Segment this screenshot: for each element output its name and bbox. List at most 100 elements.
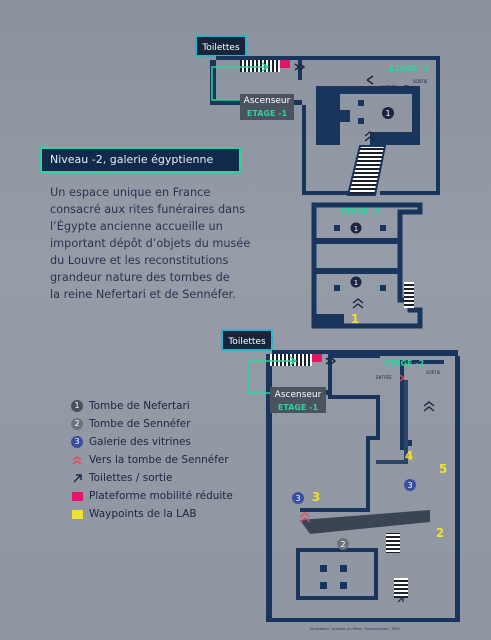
ascenseur-label-top: Ascenseur	[244, 96, 291, 106]
sennefer-chevron-bottom	[423, 401, 435, 412]
sortie-arrow-bottom-room	[397, 596, 404, 603]
nefertari-pillar-1	[358, 100, 364, 106]
entree-label-bottom: ENTRÉE	[376, 375, 392, 380]
sennefer-pillar-2	[340, 565, 347, 572]
bottom-floor-plan: Toilettes 2 3 3	[221, 329, 460, 631]
legend-item: 2 Tombe de Sennéfer	[70, 415, 233, 433]
waypoint-4: 4	[405, 449, 413, 463]
waypoint-5: 5	[439, 462, 447, 476]
bottom-right-small-stairs-2	[394, 578, 408, 598]
top-stairs-corridor	[240, 60, 280, 72]
waypoint-1: 1	[351, 312, 359, 326]
level-title: Niveau -2, galerie égyptienne	[40, 147, 241, 173]
pink-platform-top	[280, 60, 290, 68]
legend-label: Waypoints de la LAB	[89, 508, 197, 520]
circle-number-icon: 2	[71, 418, 83, 430]
lower-room-partition-2	[314, 268, 400, 274]
sennefer-chevron-top-2	[352, 298, 364, 309]
lower-room-side-stairs	[404, 282, 414, 308]
legend-item: Plateforme mobilité réduite	[70, 487, 233, 505]
lower-room-pillar-b	[380, 225, 386, 231]
bottom-right-small-stairs	[386, 533, 400, 553]
toilettes-label-top: Toilettes	[201, 43, 240, 53]
legend-item: 1 Tombe de Nefertari	[70, 397, 233, 415]
circle-marker-3b-label: 3	[407, 481, 412, 490]
green-arrowhead-top	[261, 62, 270, 72]
circle-marker-3a-label: 3	[295, 494, 300, 503]
dark-corridor-band	[300, 510, 430, 534]
toilettes-box-bottom	[221, 329, 273, 351]
legend-label: Vers la tombe de Sennéfer	[89, 454, 229, 466]
description-line: du Louvre et les reconstitutions	[50, 254, 229, 267]
circle-number-icon: 1	[71, 400, 83, 412]
toilettes-arrow-bottom	[325, 357, 337, 365]
bottom-inner-wall	[300, 360, 444, 512]
toilettes-arrow-top	[294, 63, 306, 71]
tomb-marker-1-lower-b-label: 1	[354, 279, 358, 287]
legend-label: Tombe de Sennéfer	[89, 418, 191, 430]
lower-room-pillar-a	[334, 225, 340, 231]
description-line: consacré aux rites funéraires dans	[50, 203, 246, 216]
lower-room-pillar-c	[334, 285, 340, 291]
circle-marker-3a	[292, 492, 304, 504]
description-line: Un espace unique en France	[50, 186, 211, 199]
waypoint-3: 3	[312, 490, 320, 504]
green-route-top	[211, 66, 268, 101]
bottom-stairs-corridor	[270, 354, 312, 366]
description-line: la reine Nefertari et de Sennéfer.	[50, 288, 236, 301]
legend: 1 Tombe de Nefertari 2 Tombe de Sennéfer…	[70, 397, 233, 523]
lower-room-dark-corner	[314, 314, 344, 326]
legend-label: Toilettes / sortie	[89, 472, 173, 484]
entree-arrow-top	[366, 75, 374, 85]
pink-square-icon	[71, 491, 83, 501]
chevron-red-icon	[72, 456, 82, 465]
sennefer-tomb-walls	[296, 548, 378, 600]
legend-label: Plateforme mobilité réduite	[89, 490, 233, 502]
legend-item: 3 Galerie des vitrines	[70, 433, 233, 451]
arrow-diagonal-icon	[73, 474, 82, 483]
tomb-marker-1-top	[382, 107, 394, 119]
sennefer-chevron-bottom-2	[399, 374, 406, 382]
circle-marker-3b	[404, 479, 416, 491]
circle-marker-2	[337, 538, 349, 550]
lower-room-partition-1	[314, 238, 400, 244]
legend-item: Toilettes / sortie	[70, 469, 233, 487]
ascenseur-box-top	[240, 94, 294, 120]
ascenseur-box-bottom	[270, 387, 326, 413]
legend-label: Galerie des vitrines	[89, 436, 191, 448]
circle-marker-2-label: 2	[340, 540, 345, 549]
legend-item: Vers la tombe de Sennéfer	[70, 451, 233, 469]
description-line: l’Égypte ancienne accueille un	[50, 220, 223, 233]
etage-minus2-top: ETAGE -2	[389, 64, 429, 73]
tomb-marker-1-lower-b	[350, 276, 362, 288]
tomb-marker-1-top-label: 1	[385, 109, 390, 118]
pink-platform-bottom	[312, 354, 322, 362]
sortie-label-bottom: SORTIE	[426, 370, 441, 375]
description-line: important dépôt d’objets du musée	[50, 237, 251, 250]
sennefer-chevron-top-1	[364, 131, 376, 142]
ascenseur-label-bottom: Ascenseur	[275, 390, 322, 400]
etage-minus1-top: ETAGE -1	[247, 109, 288, 118]
credits: Illustration · Annales du Mans · Reprodu…	[310, 627, 400, 631]
etage-minus1-bottom: ETAGE -1	[278, 403, 319, 412]
etage-minus3: ETAGE -3	[340, 207, 380, 216]
toilettes-label-bottom: Toilettes	[227, 337, 266, 347]
bottom-right-inner-wall	[376, 380, 408, 464]
yellow-square-icon	[71, 509, 83, 519]
etage-minus2-bottom: ETAGE -2	[384, 359, 424, 368]
legend-label: Tombe de Nefertari	[89, 400, 190, 412]
nefertari-tomb-walls	[316, 86, 420, 145]
top-floor-plan: Toilettes ETAGE -2 ENTRÉE SORTIE Ascense…	[195, 35, 440, 329]
green-arrowhead-bottom	[289, 356, 298, 366]
green-route-bottom	[247, 360, 296, 394]
lower-room-pillar-d	[380, 285, 386, 291]
tomb-marker-1-lower-a-label: 1	[354, 225, 358, 233]
sennefer-pillar-1	[320, 565, 327, 572]
sortie-label-top: SORTIE	[413, 79, 428, 84]
sennefer-pillar-3	[320, 582, 327, 589]
sennefer-arrow-band	[299, 512, 311, 523]
description: Un espace unique en France consacré aux …	[50, 184, 270, 303]
waypoint-2: 2	[436, 526, 444, 540]
description-line: grandeur nature des tombes de	[50, 271, 230, 284]
